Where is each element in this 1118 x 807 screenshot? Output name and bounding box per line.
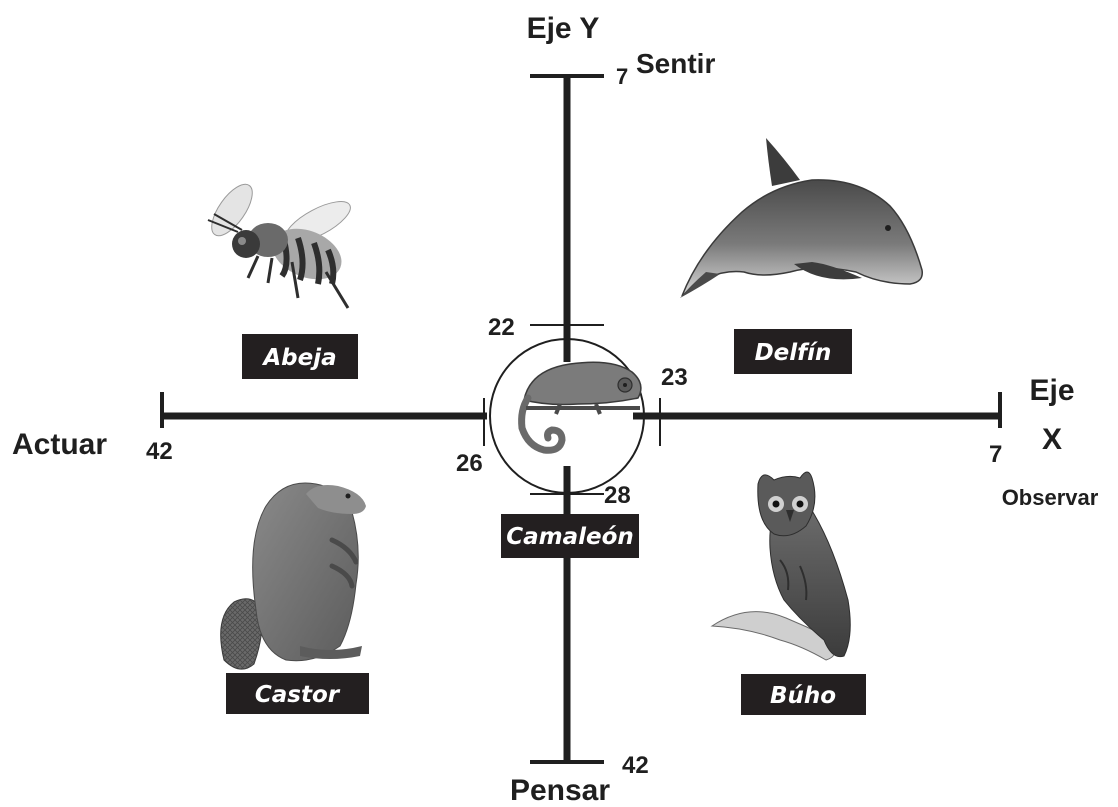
pole-right-label: Observar [1002, 485, 1099, 510]
tag-bee: Abeja [242, 334, 358, 379]
tag-beaver-label: Castor [255, 682, 341, 708]
beaver-illustration [220, 482, 366, 670]
tag-dolphin-label: Delfín [755, 340, 832, 366]
pole-top-label: Sentir [636, 48, 715, 79]
scale-top-end: 7 [616, 64, 628, 89]
scale-inner-right: 23 [661, 364, 688, 391]
pole-bottom-label: Pensar [510, 774, 610, 807]
tag-owl-label: Búho [770, 683, 836, 709]
tag-bee-label: Abeja [261, 345, 336, 371]
scale-bottom-end: 42 [622, 752, 649, 779]
scale-inner-top: 22 [488, 314, 515, 341]
bee-illustration [207, 183, 351, 309]
scale-inner-bottom: 28 [604, 482, 631, 509]
tag-chameleon-label: Camaleón [506, 524, 634, 550]
chameleon-illustration [518, 361, 642, 454]
y-axis-title: Eje Y [527, 12, 600, 45]
y-axis [530, 74, 604, 764]
pole-left-label: Actuar [12, 428, 107, 461]
scale-inner-left: 26 [456, 450, 483, 477]
tag-beaver: Castor [226, 673, 369, 714]
scale-right-end: 7 [989, 441, 1002, 468]
tag-chameleon: Camaleón [501, 514, 639, 558]
x-axis [160, 392, 1002, 446]
x-axis-title-line1: Eje [1029, 374, 1074, 407]
tag-dolphin: Delfín [734, 329, 852, 374]
scale-left-end: 42 [146, 438, 173, 465]
owl-illustration [710, 471, 851, 661]
tag-owl: Búho [741, 674, 866, 715]
x-axis-title-line2: X [1042, 423, 1062, 456]
center-circle [489, 338, 645, 494]
dolphin-illustration [680, 138, 923, 298]
